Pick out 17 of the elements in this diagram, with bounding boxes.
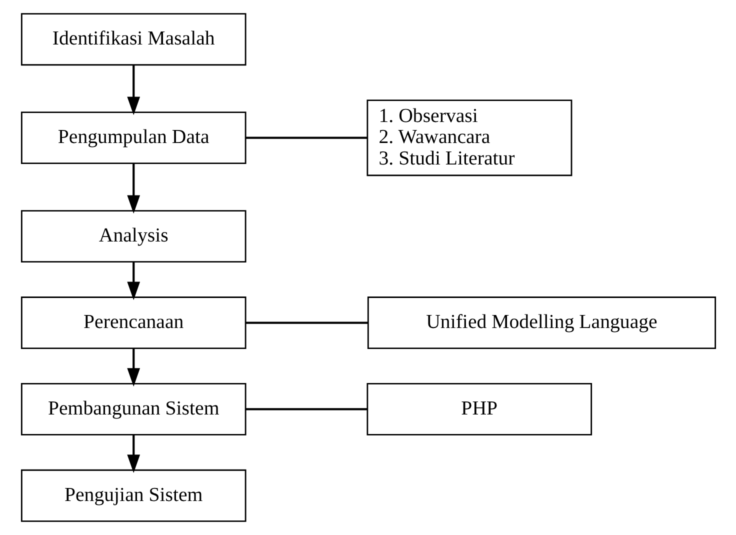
node-box: 1. Observasi 2. Wawancara 3. Studi Literatur — [366, 100, 572, 176]
connector — [245, 408, 367, 410]
arrow — [126, 64, 140, 116]
node-box: Pengujian Sistem — [20, 469, 246, 522]
arrow — [126, 262, 140, 300]
node-box: Unified Modelling Language — [366, 296, 716, 349]
arrow — [126, 434, 140, 474]
arrow — [126, 348, 140, 387]
node-box: Perencanaan — [20, 296, 246, 349]
node-box: Pengumpulan Data — [20, 112, 246, 164]
node-box: Identifikasi Masalah — [20, 13, 246, 66]
arrow — [126, 163, 140, 214]
node-box: PHP — [366, 383, 592, 436]
node-box: Pembangunan Sistem — [20, 383, 246, 436]
node-box: Analysis — [20, 210, 246, 263]
connector — [245, 322, 368, 324]
connector — [245, 136, 367, 139]
